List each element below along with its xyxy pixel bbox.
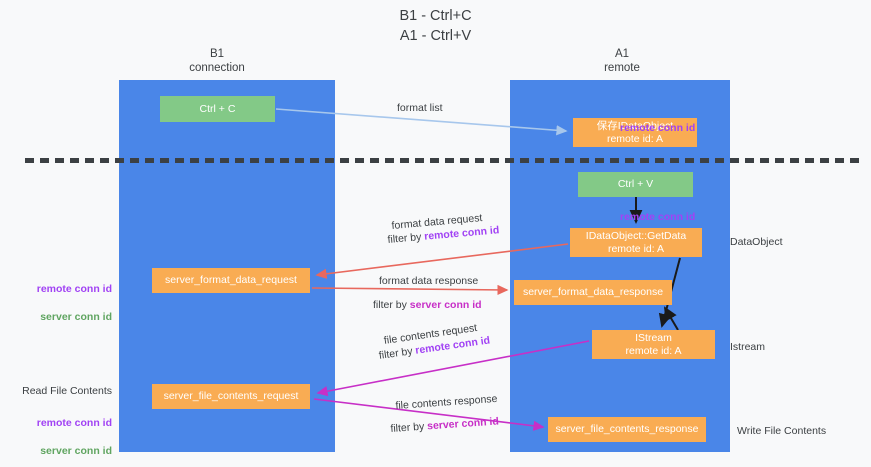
box-ctrl-v[interactable]: Ctrl + V — [578, 172, 693, 197]
box-istream[interactable]: IStream remote id: A — [592, 330, 715, 359]
flow-text: format data response — [379, 275, 479, 287]
label-left-remote-conn-id-1: remote conn id — [36, 283, 112, 295]
label-left-remote-conn-id-2: remote conn id — [36, 417, 112, 429]
flow-filter-key: server conn id — [426, 415, 500, 433]
label-read-file-contents: Read File Contents — [22, 385, 112, 397]
label-left-conn-ids-top: remote conn id server conn id — [0, 268, 112, 338]
flow-filter-prefix: filter by — [387, 230, 425, 246]
box-idataobject-getdata[interactable]: IDataObject::GetData remote id: A — [570, 228, 702, 257]
flow-filter-prefix: filter by — [390, 420, 428, 435]
box-server-file-contents-response[interactable]: server_file_contents_response — [548, 417, 706, 442]
flow-label-format-list: format list — [397, 102, 443, 114]
flow-label-file-contents-response-filter: filter by server conn id — [390, 414, 499, 436]
label-left-conn-ids-bottom: remote conn id server conn id — [0, 402, 112, 467]
flow-filter-key: server conn id — [409, 299, 482, 311]
box-idataobject-save[interactable]: 保存IDataObject remote id: A — [573, 118, 697, 147]
label-istream: Istream — [730, 341, 766, 353]
label-write-file-contents: Write File Contents — [737, 425, 827, 437]
flow-text: file contents response — [395, 392, 498, 412]
label-dataobject: DataObject — [730, 236, 783, 248]
label-remote-conn-id-top: remote conn id — [620, 122, 696, 134]
arrow-format-data-response — [311, 284, 509, 296]
box-server-format-data-request[interactable]: server_format_data_request — [152, 268, 310, 293]
column-header-b1: B1 connection — [189, 48, 245, 74]
dashed-divider — [25, 158, 865, 163]
box-ctrl-c[interactable]: Ctrl + C — [160, 96, 275, 122]
box-server-format-data-response[interactable]: server_format_data_response — [514, 280, 672, 305]
column-header-a1: A1 remote — [604, 48, 640, 74]
flow-label-format-data-response: format data response — [379, 274, 478, 288]
flow-filter-prefix: filter by — [378, 344, 417, 362]
label-left-server-conn-id-2: server conn id — [40, 445, 112, 457]
flow-filter-prefix: filter by — [373, 299, 410, 311]
box-server-file-contents-request[interactable]: server_file_contents_request — [152, 384, 310, 409]
flow-label-format-data-response-filter: filter by server conn id — [373, 298, 482, 312]
page-title: B1 - Ctrl+C A1 - Ctrl+V — [399, 8, 472, 44]
flow-label-file-contents-response: file contents response — [395, 392, 498, 413]
label-left-server-conn-id-1: server conn id — [40, 311, 112, 323]
label-remote-conn-id-mid: remote conn id — [620, 211, 696, 223]
